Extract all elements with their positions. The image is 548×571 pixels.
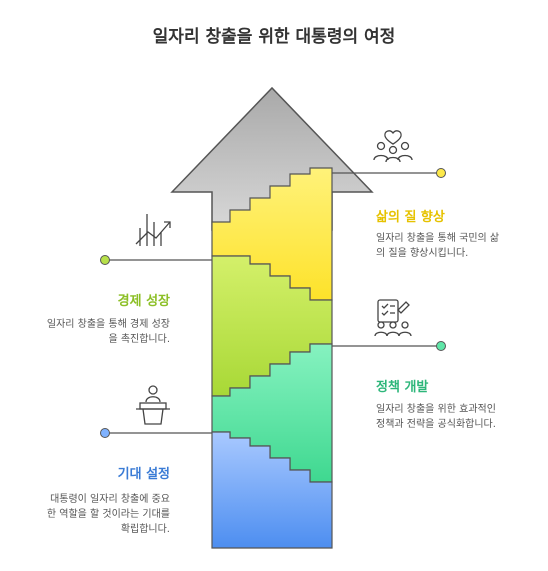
stage-heading-policy-development: 정책 개발 <box>376 380 429 395</box>
connector-dot-green <box>436 341 446 351</box>
team-checklist-icon <box>374 299 412 337</box>
desc-line: 대통령이 일자리 창출에 중요 <box>50 494 170 505</box>
desc-line: 일자리 창출을 위한 효과적인 <box>376 404 496 415</box>
stage-desc-setting-expectations: 대통령이 일자리 창출에 중요 한 역할을 할 것이라는 기대를 확립합니다. <box>10 492 170 537</box>
page-title: 일자리 창출을 위한 대통령의 여정 <box>152 27 396 47</box>
desc-line: 의 질을 향상시킵니다. <box>376 248 469 259</box>
desc-line: 을 촉진합니다. <box>108 334 170 345</box>
desc-line: 일자리 창출을 통해 국민의 삶 <box>376 233 500 244</box>
growth-chart-icon <box>135 214 171 246</box>
connector-dot-lime <box>100 255 110 265</box>
stage-heading-quality-of-life: 삶의 질 향상 <box>376 210 445 225</box>
stage-desc-policy-development: 일자리 창출을 위한 효과적인 정책과 전략을 공식화합니다. <box>376 402 541 432</box>
people-heart-icon <box>373 130 413 163</box>
desc-line: 정책과 전략을 공식화합니다. <box>376 419 496 430</box>
stage-desc-quality-of-life: 일자리 창출을 통해 국민의 삶 의 질을 향상시킵니다. <box>376 231 541 261</box>
speaker-podium-icon <box>136 385 170 425</box>
stage-heading-setting-expectations: 기대 설정 <box>117 467 170 482</box>
stage-band-setting-expectations <box>211 431 333 549</box>
connector-dot-yellow <box>436 168 446 178</box>
connector-dot-blue <box>100 428 110 438</box>
desc-line: 한 역할을 할 것이라는 기대를 <box>46 509 170 520</box>
stage-desc-economic-growth: 일자리 창출을 통해 경제 성장 을 촉진합니다. <box>10 317 170 347</box>
stage-heading-economic-growth: 경제 성장 <box>117 294 170 309</box>
desc-line: 일자리 창출을 통해 경제 성장 <box>46 319 170 330</box>
desc-line: 확립합니다. <box>120 524 170 535</box>
